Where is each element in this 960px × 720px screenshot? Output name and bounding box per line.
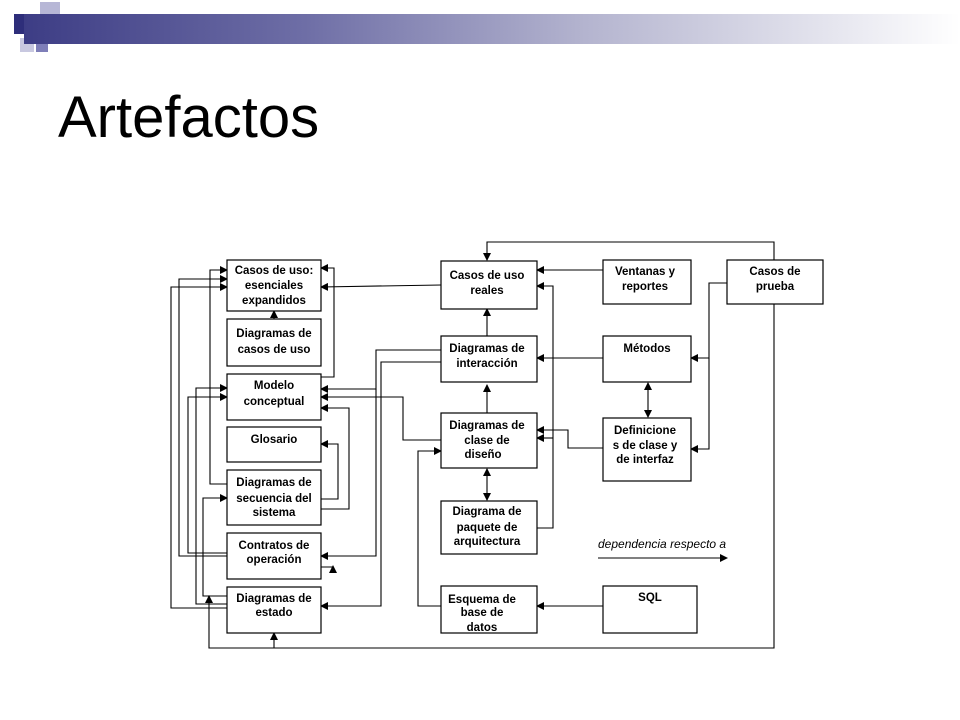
- box-label: esenciales: [245, 280, 303, 292]
- slide-title: Artefactos: [58, 85, 320, 150]
- box-label: Glosario: [251, 434, 298, 446]
- box-contratos-operacion: Contratos de operación: [226, 532, 322, 580]
- box-label: prueba: [756, 281, 795, 293]
- box-modelo-conceptual: Modelo conceptual: [226, 373, 322, 421]
- box-label: diseño: [464, 449, 501, 461]
- box-label: Contratos de: [239, 540, 310, 552]
- box-diagramas-interaccion: Diagramas de interacción: [440, 335, 538, 383]
- box-glosario: Glosario: [226, 426, 322, 463]
- box-casos-prueba: Casos de prueba: [726, 259, 824, 305]
- arrow-interaccion-to-modelo: [320, 349, 441, 393]
- box-esquema-bd: Esquema de base de datos: [440, 585, 538, 634]
- arrow-definiciones-to-clase: [536, 426, 603, 449]
- box-label: reportes: [622, 281, 668, 293]
- box-label: conceptual: [244, 396, 305, 408]
- arrow-bottom-loop: [205, 332, 775, 649]
- arrow-paquete-to-reales: [536, 282, 554, 529]
- box-label: Esquema de: [448, 594, 516, 606]
- box-metodos: Métodos: [602, 335, 692, 383]
- box-diagramas-clase: Diagramas de clase de diseño: [440, 412, 538, 469]
- box-label: Ventanas y: [615, 266, 676, 278]
- box-sql: SQL: [602, 585, 698, 634]
- box-label: datos: [467, 622, 498, 634]
- box-label: Casos de uso:: [235, 265, 314, 277]
- arrow-contratos-to-modelo: [187, 393, 228, 554]
- box-label: Diagramas de: [449, 343, 524, 355]
- box-label: operación: [247, 554, 302, 566]
- arrow-estado-to-modelo: [195, 384, 228, 605]
- box-casos-uso-esenciales: Casos de uso: esenciales expandidos: [226, 259, 322, 312]
- box-label: Diagramas de: [449, 420, 524, 432]
- title-accent-bar: [24, 14, 960, 44]
- arrow-contratos-to-secuencia: [321, 565, 337, 573]
- box-label: estado: [255, 607, 292, 619]
- arrow-modelo-to-esenciales: [320, 264, 335, 378]
- box-diagramas-estado: Diagramas de estado: [226, 586, 322, 634]
- box-label: arquitectura: [454, 536, 521, 548]
- box-label: SQL: [638, 592, 662, 604]
- arrow-secuencia-to-glosario: [320, 440, 339, 500]
- box-diagramas-casos-uso: Diagramas de casos de uso: [226, 318, 322, 367]
- box-label: Casos de: [749, 266, 800, 278]
- box-label: Diagramas de: [236, 477, 311, 489]
- box-ventanas-reportes: Ventanas y reportes: [602, 259, 692, 305]
- box-label: Definicione: [614, 425, 676, 437]
- box-label: casos de uso: [238, 344, 311, 356]
- box-label: Métodos: [623, 343, 670, 355]
- box-label: Diagramas de: [236, 593, 311, 605]
- box-definiciones: Definicione s de clase y de interfaz: [602, 417, 692, 482]
- box-diagrama-paquete: Diagrama de paquete de arquitectura: [440, 500, 538, 555]
- arrow-esquema-to-clase: [417, 447, 442, 607]
- box-label: reales: [470, 285, 503, 297]
- box-label: Casos de uso: [450, 270, 525, 282]
- arrow-interaccion-to-estado: [320, 361, 441, 610]
- box-label: secuencia del: [236, 493, 311, 505]
- box-label: Diagramas de: [236, 328, 311, 340]
- arrow-secuencia-to-esenciales: [209, 266, 228, 485]
- box-label: expandidos: [242, 295, 306, 307]
- arrow-secuencia-to-modelo: [320, 404, 350, 510]
- box-label: interacción: [456, 358, 517, 370]
- box-label: Modelo: [254, 380, 294, 392]
- box-label: base de: [461, 607, 504, 619]
- arrow-reales-to-esenciales: [320, 282, 442, 291]
- box-label: sistema: [253, 507, 296, 519]
- arrow-estado-to-secuencia: [202, 494, 228, 597]
- box-label: paquete de: [457, 522, 518, 534]
- arrow-estado-to-esenciales: [170, 283, 228, 609]
- box-casos-uso-reales: Casos de uso reales: [440, 260, 538, 310]
- arrow-clase-to-modelo: [320, 393, 441, 441]
- arrow-esquema-to-contratos: [320, 389, 377, 560]
- legend-label: dependencia respecto a: [598, 537, 726, 551]
- arrow-prueba-to-metodos: [690, 282, 727, 362]
- arrow-prueba-to-definiciones: [690, 358, 710, 453]
- box-diagramas-secuencia: Diagramas de secuencia del sistema: [226, 469, 322, 526]
- box-label: de interfaz: [616, 454, 674, 466]
- connectors: [170, 241, 775, 649]
- box-label: s de clase y: [613, 440, 678, 452]
- box-label: clase de: [464, 435, 509, 447]
- box-label: Diagrama de: [452, 506, 521, 518]
